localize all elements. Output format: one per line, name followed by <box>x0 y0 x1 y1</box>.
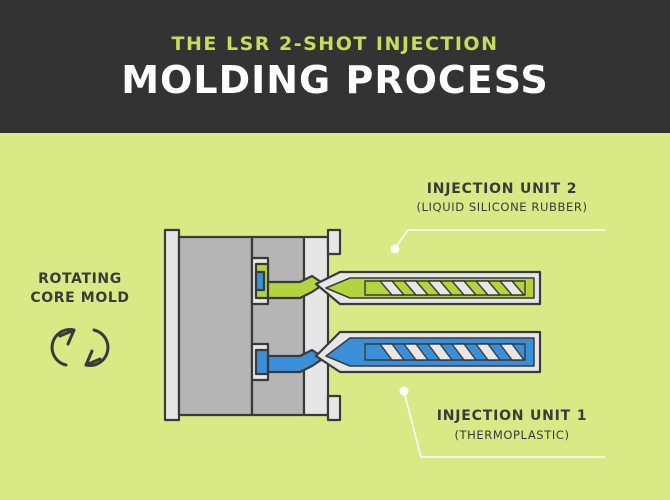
unit1-pointer <box>399 386 605 458</box>
unit2-pointer <box>390 229 605 254</box>
unit2-subtitle: (LIQUID SILICONE RUBBER) <box>416 200 588 214</box>
unit2-title: INJECTION UNIT 2 <box>426 181 578 197</box>
rotating-label-line1: ROTATING <box>38 271 122 287</box>
rotating-core-mold <box>163 228 342 422</box>
rotate-arrows-icon <box>50 328 110 367</box>
injection-unit-1 <box>314 330 542 374</box>
header-title: MOLDING PROCESS <box>121 58 549 102</box>
injection-unit-2 <box>314 270 542 306</box>
pointer-dot-icon <box>399 386 409 396</box>
rotating-label-line2: CORE MOLD <box>30 290 130 306</box>
screw-2 <box>364 280 526 296</box>
screw-1 <box>364 343 526 361</box>
header-banner <box>0 0 670 133</box>
unit1-title: INJECTION UNIT 1 <box>436 408 588 424</box>
pointer-dot-icon <box>390 244 400 254</box>
unit1-subtitle: (THERMOPLASTIC) <box>454 428 570 442</box>
header-pretitle: THE LSR 2-SHOT INJECTION <box>171 33 499 55</box>
